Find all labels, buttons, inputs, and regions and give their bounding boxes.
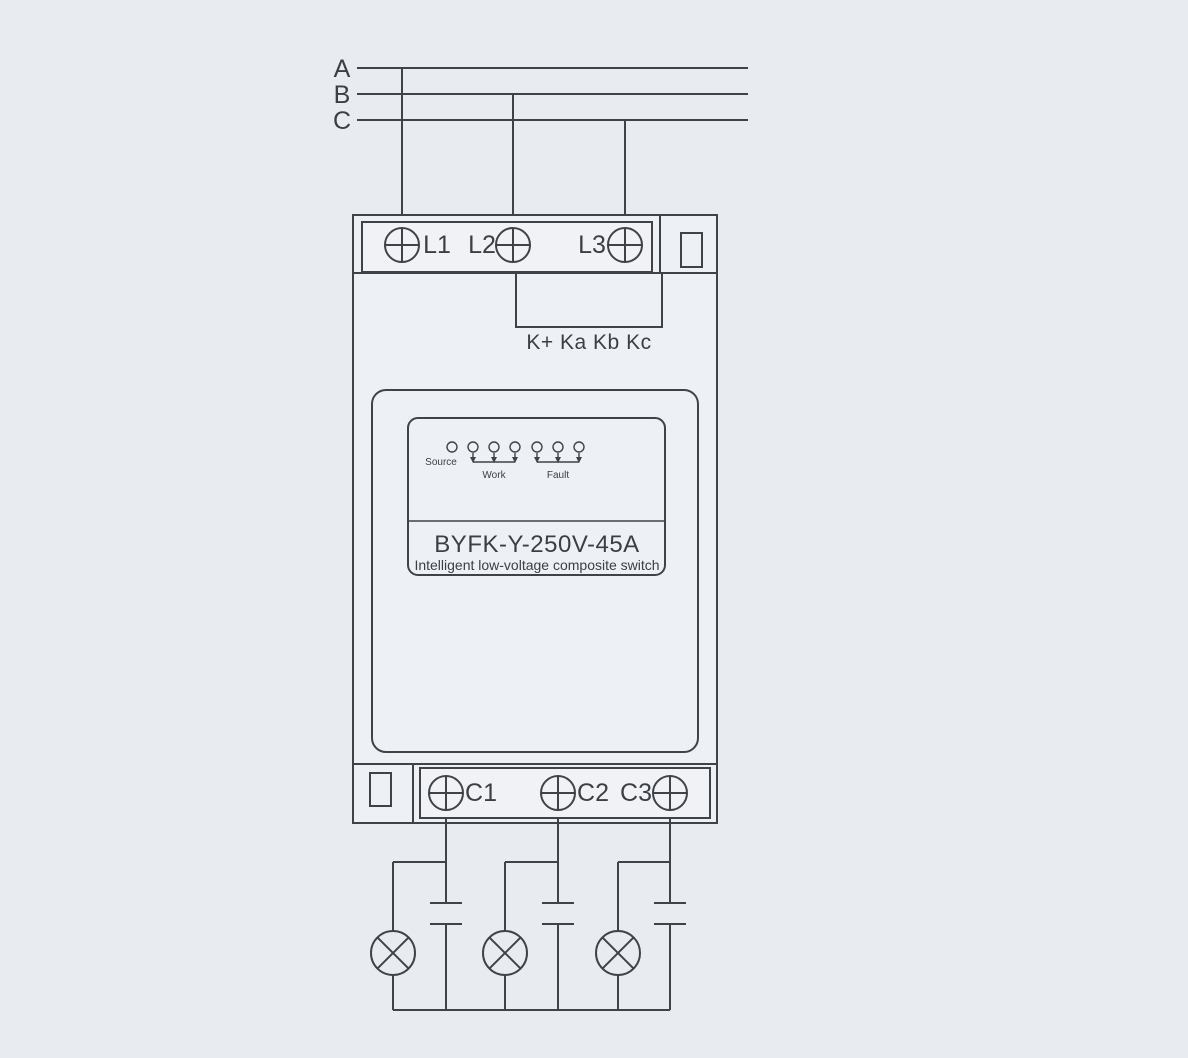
control-terminal-box xyxy=(515,272,663,328)
indicator-label-fault: Fault xyxy=(547,470,569,481)
indicator-label-work: Work xyxy=(482,470,506,481)
phase-drop-wires xyxy=(401,68,626,228)
phase-a-label: A xyxy=(334,55,351,83)
device-outline xyxy=(352,214,718,824)
terminal-label-l2: L2 xyxy=(468,231,496,259)
load-branch-2 xyxy=(482,818,574,1010)
terminal-screw-c2 xyxy=(540,775,576,811)
composite-switch-device: L1 L2 L3 K+ Ka Kb Kc xyxy=(352,214,718,824)
led-fault-1 xyxy=(531,441,543,453)
capacitor-2 xyxy=(542,902,574,925)
terminal-label-c3: C3 xyxy=(620,779,652,807)
terminal-label-l1: L1 xyxy=(423,231,451,259)
top-terminal-strip xyxy=(361,221,653,273)
led-work-3 xyxy=(509,441,521,453)
lamp-1 xyxy=(370,930,416,976)
capacitor-1 xyxy=(430,902,462,925)
terminal-screw-c3 xyxy=(652,775,688,811)
load-branch-1 xyxy=(370,818,462,1010)
led-fault-2 xyxy=(552,441,564,453)
led-source xyxy=(446,441,458,453)
model-description: Intelligent low-voltage composite switch xyxy=(414,557,659,573)
phase-bus: A B C xyxy=(333,55,748,135)
terminal-screw-c1 xyxy=(428,775,464,811)
terminal-screw-l2 xyxy=(495,227,531,263)
terminal-label-c2: C2 xyxy=(577,779,609,807)
capacitor-3 xyxy=(654,902,686,925)
mounting-slot-bottom xyxy=(369,772,392,807)
terminal-label-l3: L3 xyxy=(578,231,606,259)
phase-c-label: C xyxy=(333,107,351,135)
led-work-1 xyxy=(467,441,479,453)
lamp-2 xyxy=(482,930,528,976)
device-front-panel xyxy=(371,389,699,753)
led-leads xyxy=(470,453,582,463)
terminal-screw-l1 xyxy=(384,227,420,263)
led-indicators: Source Work Fault xyxy=(425,441,585,481)
phase-b-label: B xyxy=(334,81,351,109)
indicator-panel xyxy=(407,417,666,576)
terminal-label-c1: C1 xyxy=(465,779,497,807)
mounting-slot-top xyxy=(680,232,703,268)
led-fault-3 xyxy=(573,441,585,453)
lamp-3 xyxy=(595,930,641,976)
model-label: BYFK-Y-250V-45A xyxy=(434,531,639,558)
control-terminals-label: K+ Ka Kb Kc xyxy=(526,331,651,354)
indicator-label-source: Source xyxy=(425,457,457,468)
load-branches xyxy=(370,818,686,1011)
load-branch-3 xyxy=(595,818,686,1010)
led-work-2 xyxy=(488,441,500,453)
terminal-screw-l3 xyxy=(607,227,643,263)
